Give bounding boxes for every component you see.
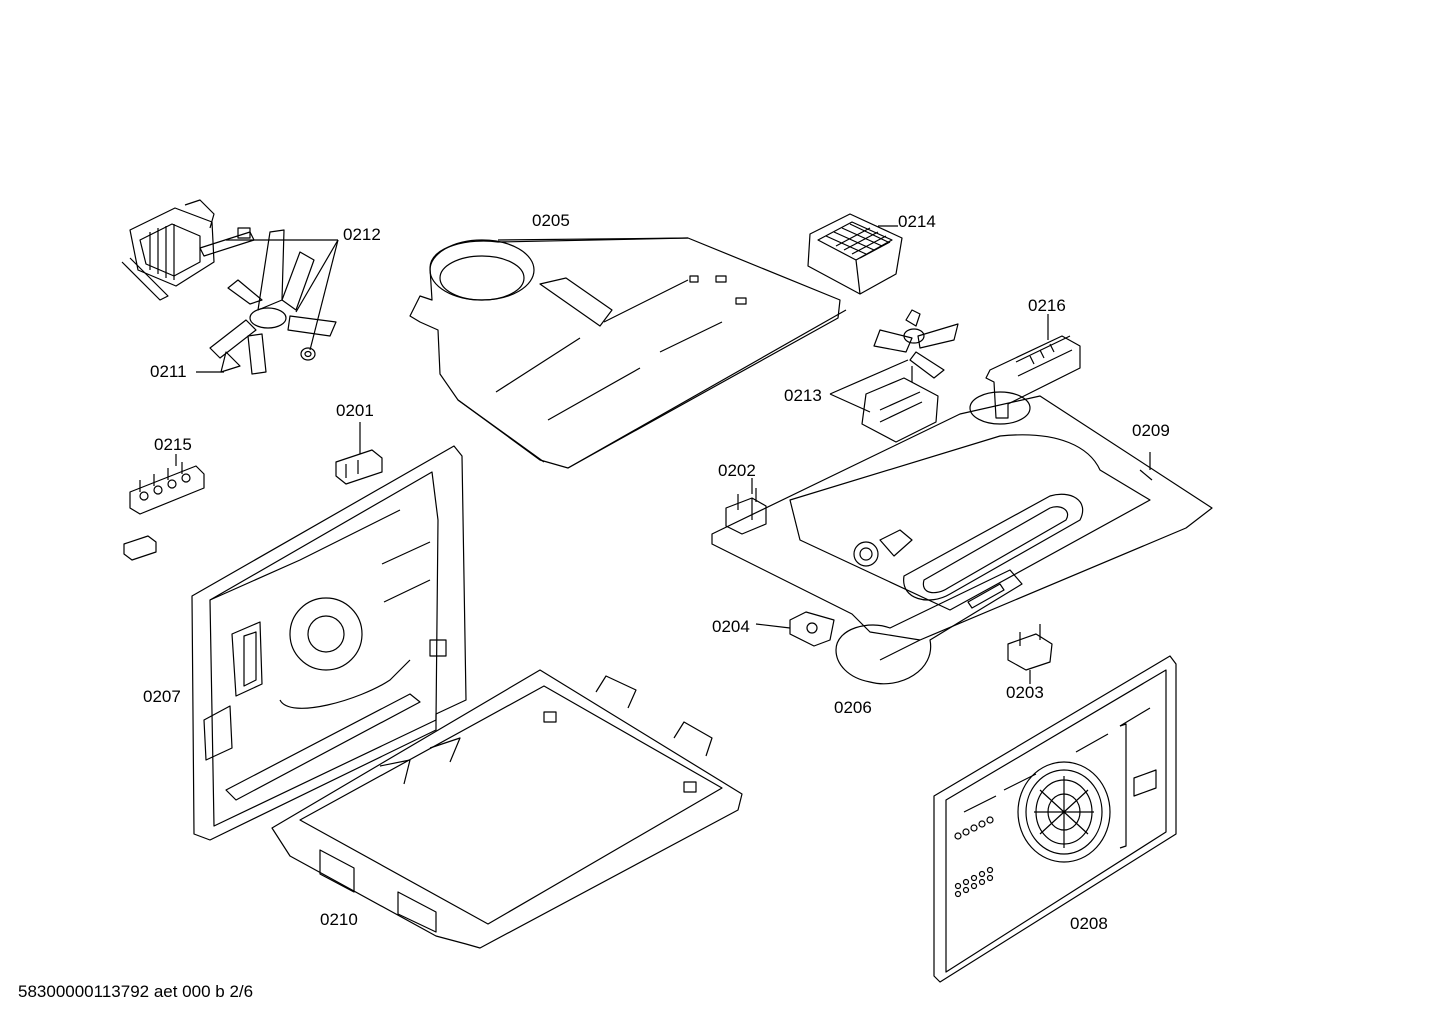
- leader-line-0204: [755, 623, 791, 629]
- nut-part: [300, 347, 316, 361]
- label-0205: 0205: [532, 211, 570, 230]
- connector-part: [123, 535, 157, 561]
- switch-part: [335, 449, 383, 485]
- label-0215: 0215: [154, 435, 192, 454]
- label-0208: 0208: [1070, 914, 1108, 933]
- label-0210: 0210: [320, 910, 358, 929]
- fan-blade-part: [209, 229, 337, 375]
- label-0209: 0209: [1132, 421, 1170, 440]
- air-duct-part: [409, 237, 847, 469]
- terminal-block-part: [129, 462, 205, 515]
- thermostat-part-a: [725, 488, 767, 535]
- label-0206: 0206: [834, 698, 872, 717]
- fan-motor-part: [121, 199, 255, 301]
- label-0201: 0201: [336, 401, 374, 420]
- document-footer-code: 58300000113792 aet 000 b 2/6: [18, 982, 254, 1001]
- small-plate-part: [789, 611, 835, 647]
- label-0203: 0203: [1006, 683, 1044, 702]
- bottom-tray-part: [271, 669, 743, 949]
- bracket-part: [985, 335, 1081, 419]
- thermostat-part-b: [1007, 624, 1053, 671]
- leader-lines-0212: [196, 239, 339, 373]
- label-0204: 0204: [712, 617, 750, 636]
- grille-part: [807, 213, 903, 295]
- cooling-fan-part: [861, 309, 959, 443]
- label-0207: 0207: [143, 687, 181, 706]
- label-0211: 0211: [150, 362, 187, 381]
- label-0216: 0216: [1028, 296, 1066, 315]
- rear-cover-part: [933, 655, 1177, 983]
- base-plate-part: [711, 391, 1213, 641]
- rear-panel-part: [191, 445, 467, 841]
- label-0214: 0214: [898, 212, 936, 231]
- label-0213: 0213: [784, 386, 822, 405]
- label-0202: 0202: [718, 461, 756, 480]
- label-0212: 0212: [343, 225, 381, 244]
- leader-line-0213: [829, 359, 909, 413]
- heater-cover-part: [835, 569, 1023, 685]
